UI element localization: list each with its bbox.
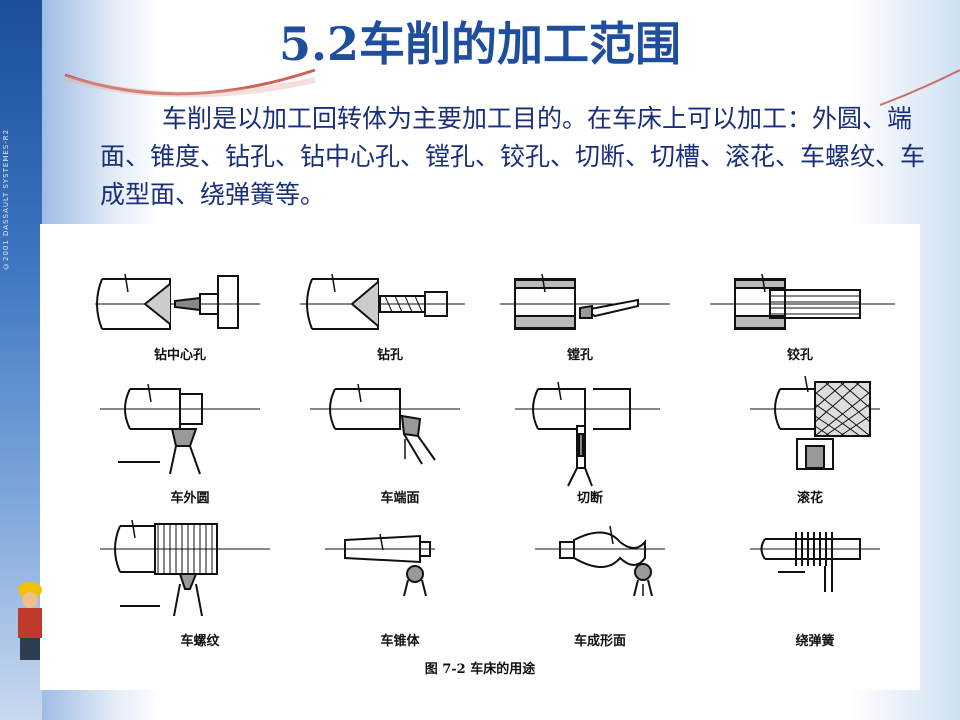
- facing-diagram: [310, 383, 460, 465]
- red-swoosh-right-decor: [880, 69, 960, 106]
- center-drilling-diagram: [95, 273, 260, 330]
- taper-turning-diagram: [325, 533, 435, 597]
- reaming-diagram: [710, 273, 895, 330]
- label-center-drilling: 钻中心孔: [153, 348, 206, 363]
- side-copyright-text: ©2001 DASSAULT SYSTEMES-R2: [2, 128, 10, 270]
- form-turning-diagram: [535, 525, 665, 597]
- label-parting: 切断: [576, 491, 603, 506]
- red-swoosh-decor: [64, 68, 316, 98]
- label-outer-turning: 车外圆: [170, 491, 210, 506]
- label-form-turning: 车成形面: [573, 634, 626, 649]
- outer-turning-diagram: [100, 383, 260, 475]
- label-reaming: 铰孔: [786, 348, 813, 363]
- label-taper-turning: 车锥体: [380, 634, 420, 649]
- threading-diagram: [100, 519, 270, 617]
- label-boring: 镗孔: [566, 348, 593, 363]
- paragraph-text: 车削是以加工回转体为主要加工目的。在车床上可以加工：外圆、端面、锥度、钻孔、钻中…: [100, 104, 926, 209]
- slide-title: 5.2车削的加工范围: [278, 17, 682, 71]
- knurling-diagram: [750, 375, 880, 470]
- boring-diagram: [500, 273, 670, 330]
- label-threading: 车螺纹: [180, 634, 220, 649]
- figure-caption: 图 7-2 车床的用途: [424, 662, 536, 677]
- lathe-uses-figure: 钻中心孔 钻孔 镗孔 铰孔 车外圆 车端面 切断 滚花 车螺纹 车锥体 车成形面…: [40, 224, 920, 690]
- drilling-diagram: [300, 273, 465, 330]
- figure-drawings: [95, 273, 895, 617]
- slide-paragraph: 车削是以加工回转体为主要加工目的。在车床上可以加工：外圆、端面、锥度、钻孔、钻中…: [100, 100, 930, 214]
- label-spring-winding: 绕弹簧: [795, 634, 835, 649]
- label-knurling: 滚花: [796, 491, 823, 506]
- spring-winding-diagram: [750, 532, 880, 592]
- parting-diagram: [515, 381, 660, 487]
- label-facing: 车端面: [380, 491, 420, 506]
- label-drilling: 钻孔: [376, 348, 403, 363]
- worker-cartoon-icon: [18, 582, 42, 660]
